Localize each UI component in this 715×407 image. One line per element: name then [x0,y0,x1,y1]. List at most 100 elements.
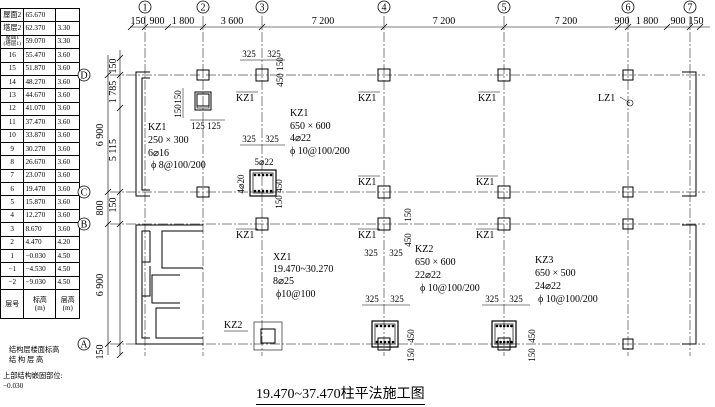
rebar-dot [387,340,391,344]
height-cell: 3.60 [55,101,80,117]
dim-label: 150 [275,57,285,71]
lz1-marker [626,99,634,107]
table-caption: 结构层楼面标高 结 构 层 高 [3,346,103,365]
rebar-dot [257,189,261,193]
kz2-label: KZ2 [224,320,242,331]
elevation-cell: 48.270 [23,74,57,90]
dim-tick [104,188,112,196]
dim-label-left: 150 [108,59,119,74]
dim-label-top: 900 [671,16,686,27]
caption-line-2: 结 构 层 高 [9,355,44,364]
elevation-cell: −9.030 [23,275,57,291]
kz1-name: KZ1 [290,108,308,119]
height-cell: 3.60 [55,222,80,237]
column-marker [497,185,511,199]
wall-stub [142,231,151,263]
kz1-stirrup [252,172,274,194]
dim-label: 325 [485,294,499,304]
axis-label-row: A [80,340,88,351]
rebar-dot [379,324,383,328]
dim-label: 450 [527,329,537,343]
kz1-label: KZ1 [236,230,254,241]
height-cell: 3.30 [55,21,80,36]
axis-label-row: C [81,188,88,199]
rebar-dot [502,324,506,328]
axis-label-col: 2 [201,3,206,14]
wall-left-lower [135,224,203,345]
dim-tick [127,23,135,31]
axis-label-col: 1 [143,3,148,14]
dim-tick [696,23,704,31]
rebar-dot [375,340,379,344]
dim-label: 325 [267,49,281,59]
dim-tick [164,23,172,31]
rebar-dot [506,340,510,344]
dim-label: 325 [364,248,378,258]
column-marker [622,218,634,230]
kz1-small-stirrup [196,93,210,109]
dim-label: 150 [403,208,413,222]
height-cell: 3.60 [55,61,80,76]
floor-cell: 15 [0,61,25,76]
rebar-dot [391,340,395,344]
xz1-range: 19.470~30.270 [273,264,333,275]
kz2-main: 22⌀22 [415,270,441,281]
axis-label-col: 6 [626,3,631,14]
dim-label-left: 5 115 [108,139,119,161]
kz2-size: 650 × 600 [415,257,456,268]
dim-tick [686,23,694,31]
wall-inner-3 [155,307,203,339]
axis-bubble [621,0,635,14]
kz1-stirrup-text: ϕ 10@100/200 [290,146,350,157]
dim-tick [141,23,149,31]
leader [619,96,631,104]
kz1-small-size: 250 × 300 [148,135,189,146]
column-marker [377,217,391,231]
floor-cell: 13 [0,88,25,103]
dim-label-top: 900 [615,16,630,27]
height-cell: 3.60 [55,88,80,103]
rebar-dot [253,173,257,177]
column-marker [377,185,391,199]
dim-tick [116,104,124,112]
rebar-dot [499,340,502,344]
rebar-dot [495,340,499,344]
dim-label: 450 [403,233,413,247]
kz3-size: 650 × 500 [535,268,576,279]
floor-cell: 12 [0,101,25,117]
dim-label-top: 150 [689,16,704,27]
kz1-label: KZ1 [358,230,376,241]
rebar-dot [269,173,273,177]
kz1-label: KZ1 [478,93,496,104]
dim-label-left: 800 [95,201,106,216]
wall-inner-1 [161,230,203,269]
column-marker [196,69,210,81]
column-marker [622,186,634,198]
kz1-small-stirrup-text: ϕ 8@100/200 [151,160,206,171]
axis-bubble [497,0,511,14]
rebar-dot [269,189,273,193]
wall-left-upper-inner [141,77,150,191]
column-marker [255,68,269,82]
xz1-box [253,321,283,351]
kz1-label: KZ1 [476,230,494,241]
floor-cell: 9 [0,141,25,157]
dim-tick [258,23,266,31]
dim-label: 325 [390,294,404,304]
kz1-small-name: KZ1 [148,122,166,133]
embed-note-label: 上部结构嵌固部位: [3,372,63,380]
column-marker [196,186,210,198]
dim-label-left: 6 900 [95,124,106,147]
kz3-stirrup [494,323,514,345]
dim-label-left: 150 [108,198,119,213]
floor-cell: −2 [0,275,25,291]
axis-bubble [77,337,91,351]
column-marker [377,68,391,82]
kz1-label: KZ1 [236,93,254,104]
rebar-dot [375,324,379,328]
